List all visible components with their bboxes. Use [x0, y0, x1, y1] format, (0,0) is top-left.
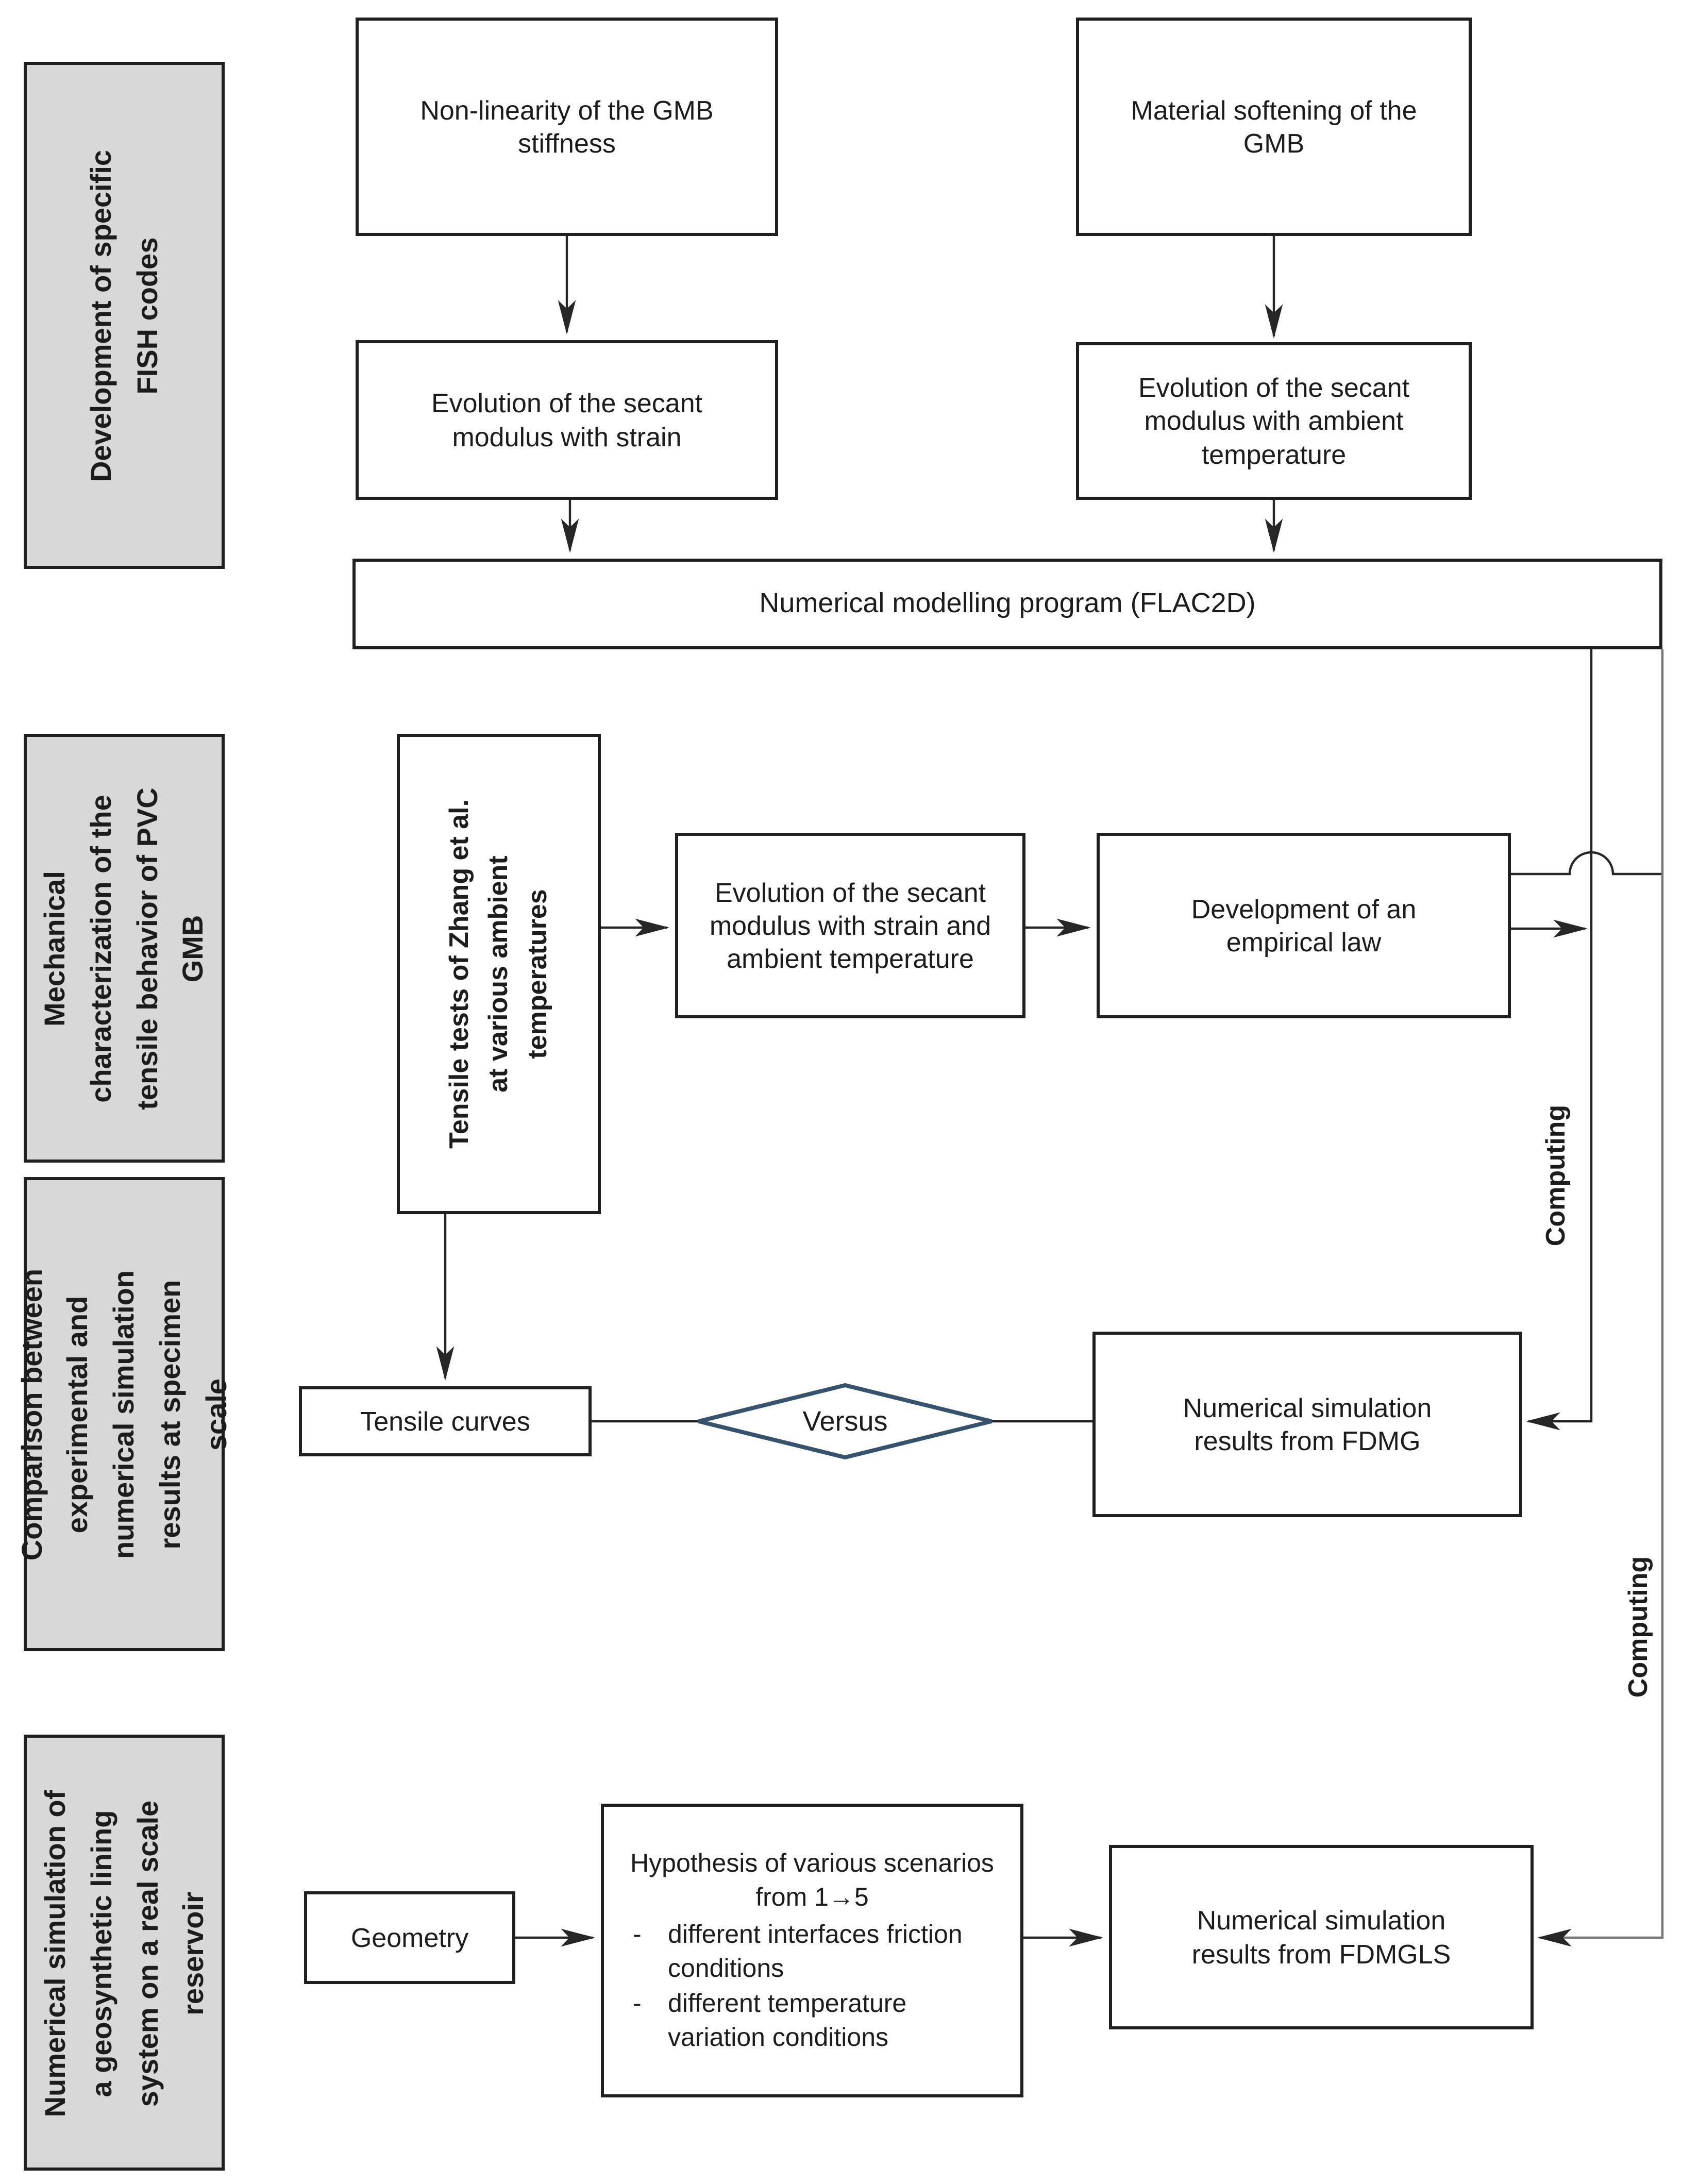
versus-label: Versus	[699, 1387, 991, 1455]
computing-label-upper: Computing	[1433, 1051, 1680, 1299]
box-empirical-law: Development of an empirical law	[1097, 833, 1511, 1018]
hypothesis-bullet: - different interfaces friction conditio…	[623, 1918, 1002, 1985]
box-label: Geometry	[350, 1922, 469, 1953]
sidebar-item-comparison: Comparison between experimental and nume…	[15, 1177, 231, 1651]
box-fdmg-results: Numerical simulation results from FDMG	[1092, 1332, 1522, 1517]
box-secant-strain-temperature: Evolution of the secant modulus with str…	[675, 833, 1025, 1018]
box-label: Evolution of the secant modulus with str…	[431, 388, 703, 452]
box-nonlinearity: Non-linearity of the GMB stiffness	[356, 18, 778, 236]
sidebar-item-fish-codes: Development of specific FISH codes	[24, 62, 225, 569]
box-label: Evolution of the secant modulus with str…	[709, 877, 991, 975]
box-hypothesis: Hypothesis of various scenarios from 1→5…	[601, 1804, 1023, 2097]
sidebar-item-real-scale-simulation: Numerical simulation of a geosynthetic l…	[24, 1735, 225, 2171]
hypothesis-bullet: - different temperature variation condit…	[623, 1987, 1002, 2054]
box-label: Numerical simulation results from FDMG	[1183, 1392, 1432, 1456]
hypothesis-title: Hypothesis of various scenarios from 1→5	[630, 1849, 994, 1911]
box-label: Evolution of the secant modulus with amb…	[1138, 372, 1410, 470]
box-flac2d: Numerical modelling program (FLAC2D)	[352, 559, 1662, 649]
box-secant-strain: Evolution of the secant modulus with str…	[356, 340, 778, 500]
box-material-softening: Material softening of the GMB	[1076, 18, 1472, 236]
box-label: Numerical simulation results from FDMGLS	[1191, 1905, 1451, 1969]
computing-text: Computing	[1623, 1555, 1654, 1698]
box-label: Tensile curves	[360, 1405, 530, 1437]
computing-line-flac2d-to-fdmg	[1526, 649, 1593, 1431]
versus-diamond	[698, 1383, 992, 1460]
computing-line-flac2d-to-fdmgls	[1537, 649, 1664, 1947]
box-tensile-curves: Tensile curves	[299, 1386, 592, 1456]
sidebar-label: Mechanical characterization of the tensi…	[38, 787, 209, 1110]
box-label: Non-linearity of the GMB stiffness	[420, 94, 714, 159]
computing-label-lower: Computing	[1515, 1503, 1682, 1750]
box-label: Tensile tests of Zhang et al. at various…	[443, 799, 552, 1149]
sidebar-label: Numerical simulation of a geosynthetic l…	[38, 1789, 209, 2117]
box-geometry: Geometry	[304, 1891, 515, 1984]
bullet-dash: -	[633, 1989, 642, 2018]
box-fdmgls-results: Numerical simulation results from FDMGLS	[1109, 1845, 1534, 2029]
bridge-empirical-law-to-fdmgls-line	[1509, 851, 1662, 876]
box-secant-temperature: Evolution of the secant modulus with amb…	[1076, 342, 1472, 500]
box-label: Development of an empirical law	[1191, 893, 1417, 957]
bullet-dash: -	[633, 1920, 642, 1949]
box-label: Material softening of the GMB	[1131, 94, 1417, 159]
box-label: Numerical modelling program (FLAC2D)	[759, 587, 1256, 619]
box-tensile-tests: Tensile tests of Zhang et al. at various…	[397, 734, 601, 1214]
bullet-text: different interfaces friction conditions	[668, 1920, 963, 1983]
versus-text: Versus	[802, 1405, 888, 1436]
sidebar-item-mechanical-characterization: Mechanical characterization of the tensi…	[24, 734, 225, 1163]
computing-text: Computing	[1540, 1104, 1571, 1246]
sidebar-label: Development of specific FISH codes	[84, 149, 162, 482]
sidebar-label: Comparison between experimental and nume…	[15, 1268, 232, 1561]
bullet-text: different temperature variation conditio…	[668, 1989, 907, 2052]
